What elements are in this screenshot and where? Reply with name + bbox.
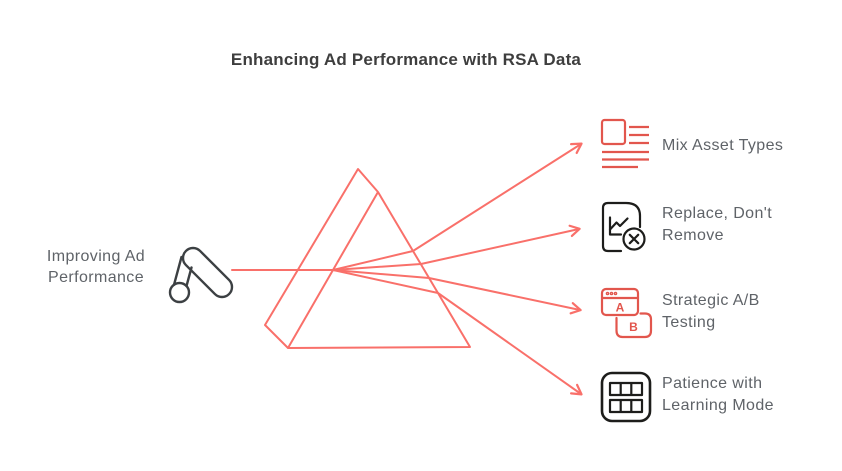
google-ads-icon-shapes [168, 246, 234, 304]
mixed-asset-shapes [600, 118, 649, 169]
variant-b-letter: B [629, 320, 638, 334]
ray-to-replace-dont-remove [332, 224, 581, 271]
ads-dot [168, 281, 191, 304]
grid-row-bottom [608, 398, 644, 414]
chart-axis [608, 216, 623, 236]
ads-right-bar [181, 246, 234, 299]
grid-table-shapes [600, 371, 652, 423]
output-label-strategic-ab-testing: Strategic A/B Testing [662, 292, 760, 331]
x-mark [628, 233, 640, 245]
prism-outline [264, 168, 471, 349]
titlebar-dot [613, 291, 618, 296]
output-label-mix-asset-types: Mix Asset Types [662, 137, 784, 154]
ray-to-patience-learning-mode [332, 269, 583, 396]
short-text-lines [629, 125, 649, 145]
ray-to-mix-asset-types [332, 142, 583, 271]
document-outline [601, 201, 642, 253]
grid-cells [608, 381, 644, 414]
chart-line [608, 217, 629, 231]
variant-a-letter: A [616, 301, 625, 315]
document-chart-shapes [601, 201, 646, 253]
ray-to-strategic-ab-testing [332, 269, 582, 315]
google-ads-icon [168, 246, 234, 304]
light-rays-group [231, 142, 583, 396]
grid-row-top-dividers [619, 383, 633, 395]
source-label: Improving Ad Performance [46, 248, 146, 286]
long-text-lines [602, 150, 649, 169]
window-b-outline [615, 312, 653, 339]
image-placeholder-box [600, 118, 627, 146]
ab-test-windows-icon: A B [600, 287, 653, 339]
document-chart-remove-icon [601, 201, 646, 253]
grid-row-top [608, 381, 644, 397]
ads-left-bar-outer [172, 255, 183, 286]
window-a-outline [600, 287, 640, 317]
output-label-replace-dont-remove: Replace, Don't Remove [662, 205, 773, 244]
grid-outer-frame [600, 371, 652, 423]
grid-table-icon [600, 371, 652, 423]
titlebar-dot [609, 291, 614, 296]
diagram-title: Enhancing Ad Performance with RSA Data [230, 50, 582, 69]
mixed-asset-lines-icon [600, 118, 649, 169]
output-label-patience-learning-mode: Patience with Learning Mode [662, 375, 774, 414]
ads-left-bar-inner [185, 266, 193, 288]
titlebar-dot [605, 291, 610, 296]
grid-row-bottom-dividers [619, 400, 633, 412]
ab-windows-shapes [600, 287, 653, 339]
